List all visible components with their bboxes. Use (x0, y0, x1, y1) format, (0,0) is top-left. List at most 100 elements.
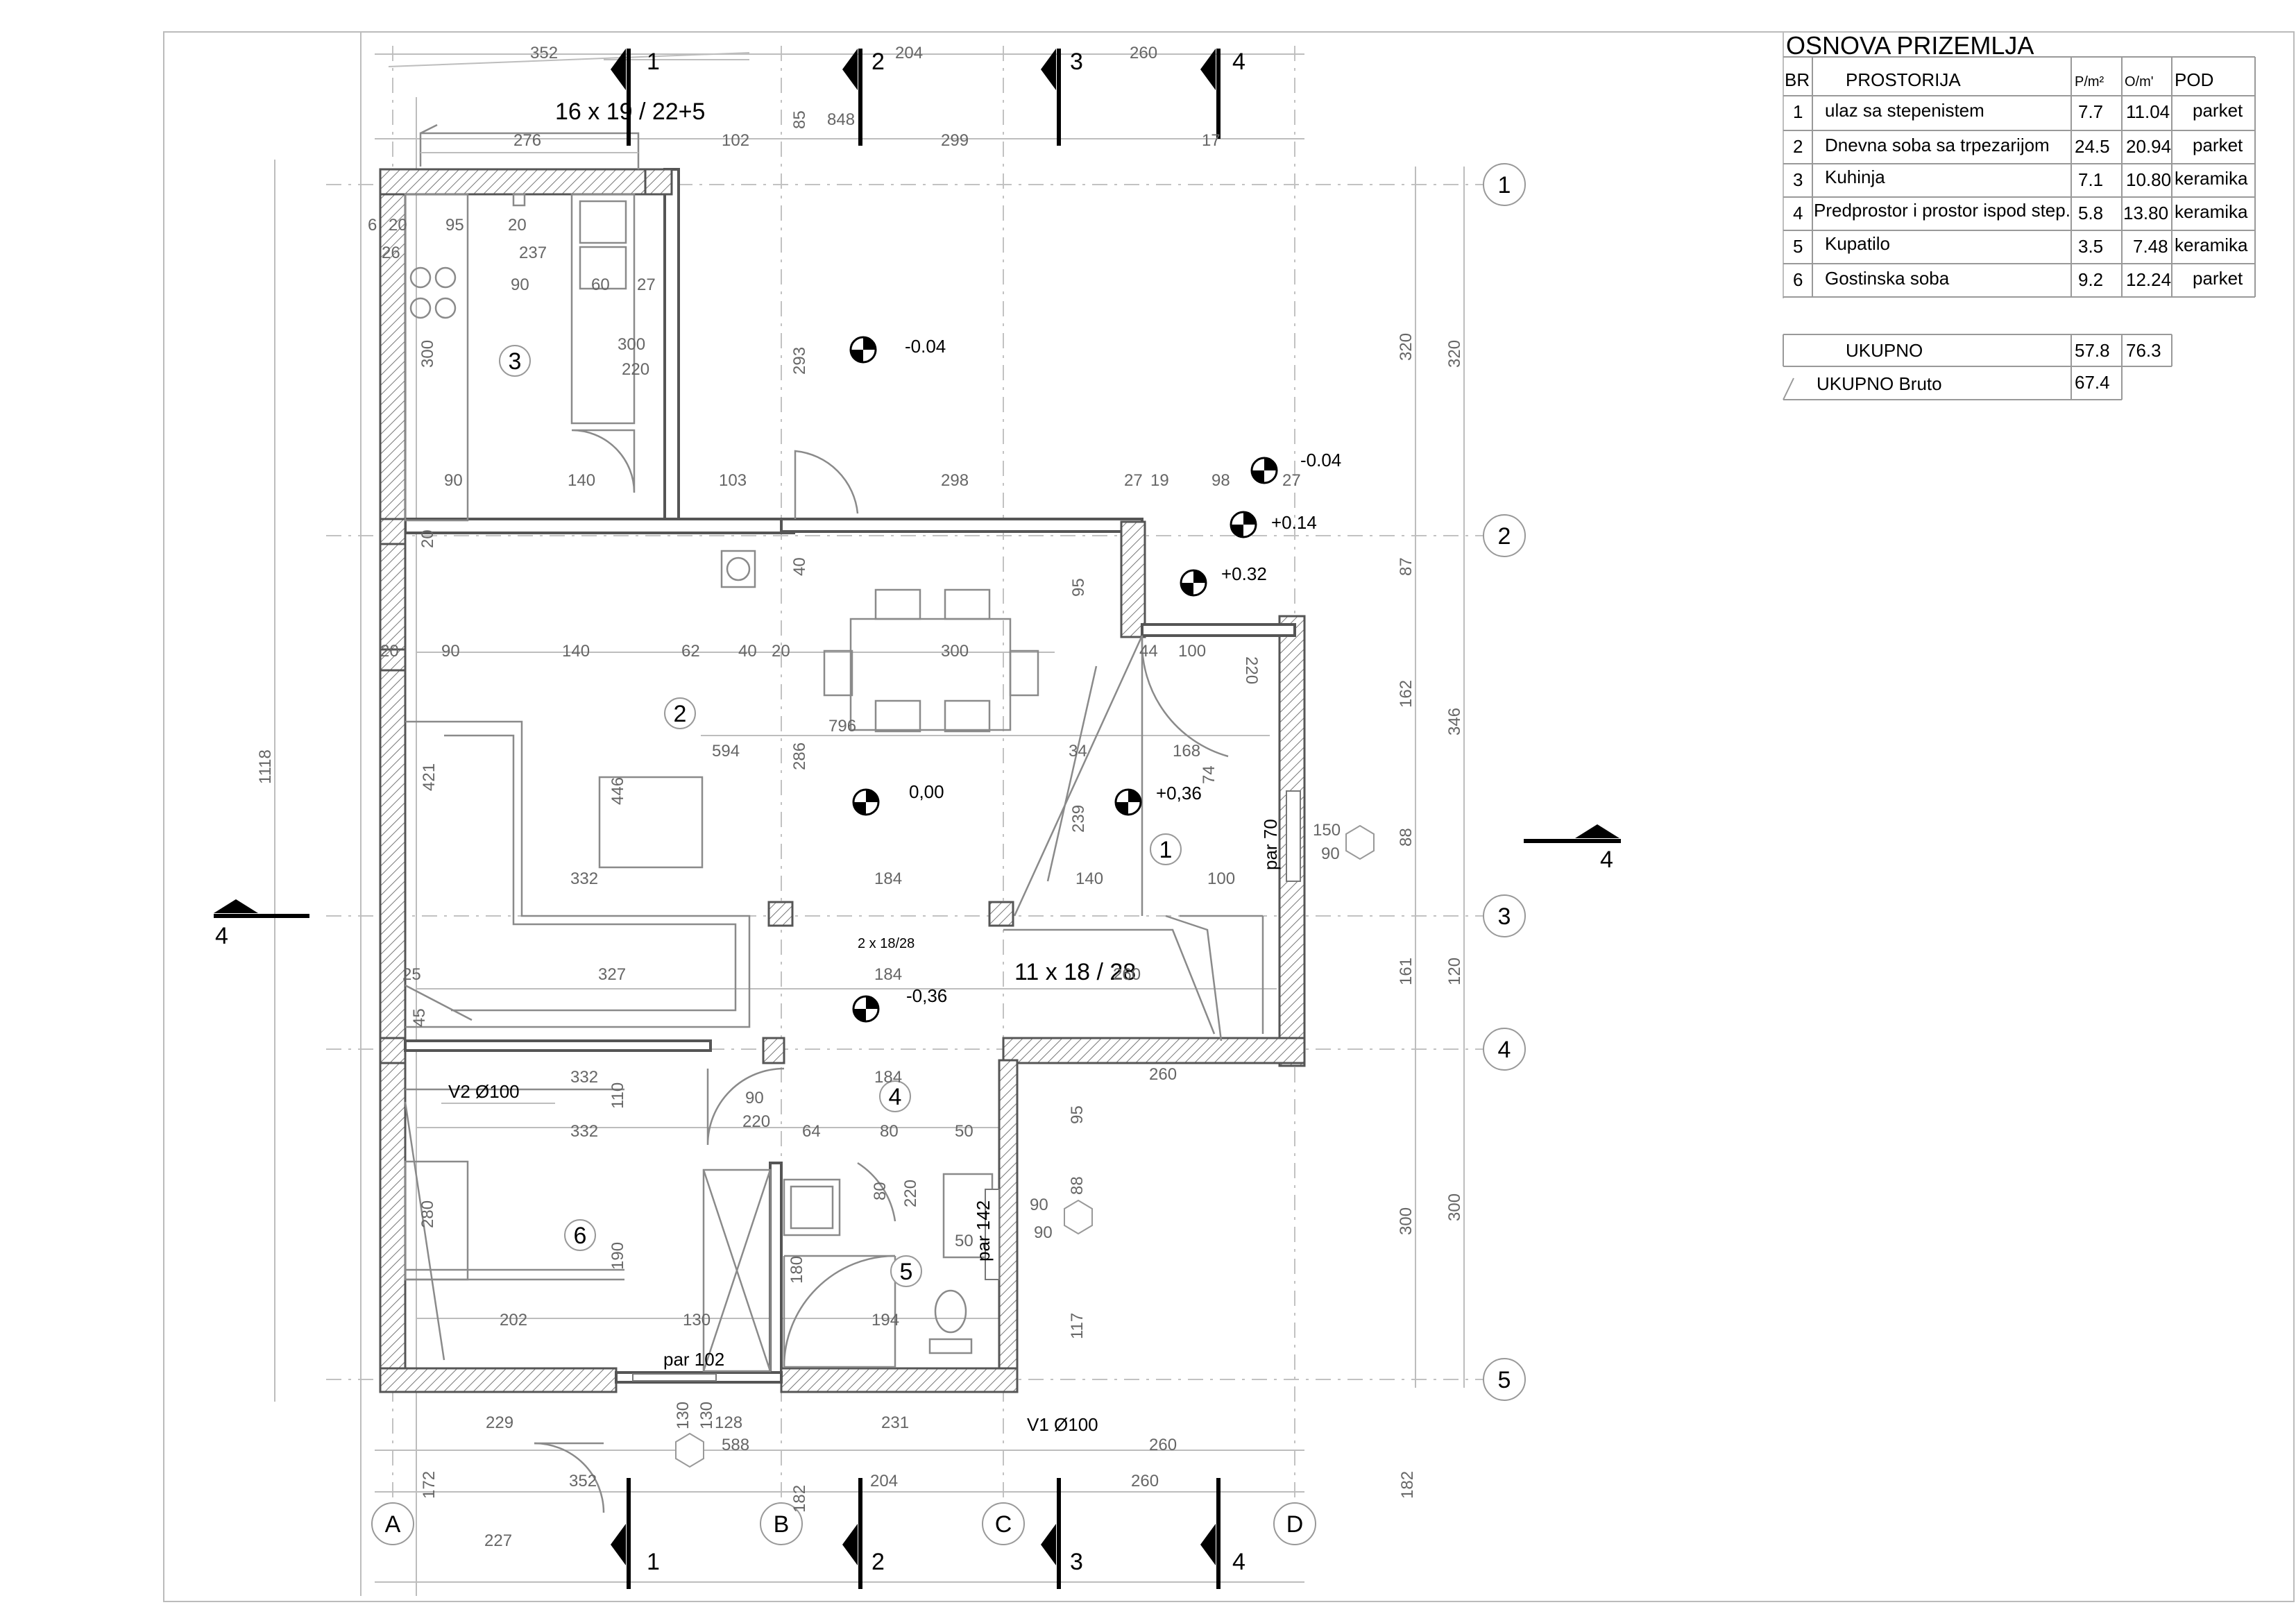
room-number-6: 6 (574, 1223, 587, 1249)
level-label: -0.04 (905, 336, 946, 357)
dimension-text: 182 (1398, 1471, 1417, 1499)
axis-bubble: A B C D 1 2 3 4 5 (371, 163, 1526, 1545)
dimension-text: 120 (1445, 958, 1464, 985)
dimension-text: 184 (874, 1068, 902, 1087)
dimension-text: 327 (598, 965, 626, 984)
legend-row-p: 5.8 (2078, 203, 2103, 223)
dimension-text: 220 (742, 1112, 770, 1131)
legend-row-br: 1 (1793, 101, 1803, 122)
level-label: +0,36 (1156, 783, 1202, 804)
dimension-text: 6 (368, 216, 377, 235)
dimension-text: 20 (508, 216, 527, 235)
legend-row-br: 6 (1793, 269, 1803, 290)
legend-total-p: 57.8 (2075, 340, 2110, 361)
dimension-text: 300 (618, 335, 645, 354)
bathroom-furniture (783, 1173, 994, 1368)
section-bottom-1: 1 (647, 1549, 660, 1575)
legend-row-br: 5 (1793, 236, 1803, 257)
doors (534, 450, 1301, 1513)
dimension-text: 168 (1173, 742, 1200, 760)
level-label: 0,00 (909, 781, 944, 802)
legend-header-o: O/m' (2125, 74, 2154, 90)
room-number-5: 5 (900, 1259, 913, 1285)
living-furniture (405, 720, 751, 1028)
dimension-text: 848 (827, 110, 855, 129)
level-marker: -0.04 (1250, 450, 1341, 484)
axis-label-5: 5 (1498, 1367, 1511, 1393)
dimension-text: 194 (871, 1311, 899, 1329)
section-bottom-4: 4 (1232, 1549, 1245, 1575)
dimension-text: 34 (1069, 742, 1087, 760)
dimension-text: 45 (410, 1008, 429, 1027)
axis-grid (274, 32, 1492, 1596)
legend-row-name: Kupatilo (1825, 233, 1890, 254)
section-left-4: 4 (215, 923, 228, 949)
axis-label-4: 4 (1498, 1037, 1511, 1063)
dimension-text: 190 (609, 1242, 627, 1270)
level-marker: 0,00 (852, 781, 944, 816)
dimension-text: 300 (941, 642, 969, 661)
small-stairs-label: 2 x 18/28 (858, 936, 915, 951)
dimension-text: 19 (1150, 471, 1169, 490)
dimension-text: 20 (418, 529, 437, 548)
dimension-text: 220 (901, 1180, 920, 1207)
dimension-text: 17 (1202, 131, 1221, 150)
level-marker: +0,36 (1114, 783, 1202, 816)
dimension-text: 90 (1030, 1196, 1048, 1214)
dimension-text: 421 (420, 763, 439, 791)
legend-row-name: ulaz sa stepenistem (1825, 100, 1984, 121)
dimension-text: 237 (519, 244, 547, 262)
dimension-text: 88 (1068, 1176, 1087, 1195)
room-numbers: 1 2 3 4 5 6 (499, 345, 1182, 1287)
legend-row-p: 24.5 (2075, 136, 2110, 157)
legend-table: OSNOVA PRIZEMLJA BR PROSTORIJA P/m² O/m'… (1783, 31, 2256, 400)
dimension-text: 300 (418, 340, 437, 368)
dimension-text: 300 (1397, 1207, 1415, 1235)
inner-stairs: 11 x 18 / 28 2 x 18/28 (858, 635, 1264, 1042)
legend-row-o: 7.48 (2133, 236, 2168, 257)
level-marker: -0.04 (849, 336, 946, 364)
dining-furniture (823, 588, 1039, 733)
dimension-text: 27 (1282, 471, 1301, 490)
legend-header-p: P/m² (2075, 74, 2104, 90)
dimension-text: 100 (1178, 642, 1206, 661)
axis-label-2: 2 (1498, 523, 1511, 550)
dimension-text: 182 (790, 1485, 809, 1513)
dimension-text: 64 (802, 1122, 821, 1141)
dimension-text: 184 (874, 869, 902, 888)
legend-row-pod: parket (2193, 268, 2243, 289)
dimension-text: 90 (1034, 1223, 1053, 1242)
dimension-text: 40 (738, 642, 757, 661)
dimension-text: 227 (484, 1531, 512, 1550)
level-marker: +0.14 (1230, 511, 1317, 538)
legend-bruto-label: UKUPNO Bruto (1817, 373, 1942, 394)
dimension-text: 260 (1149, 1436, 1177, 1454)
dimension-text: 27 (1124, 471, 1143, 490)
room-number-3: 3 (509, 348, 522, 375)
legend-row-o: 13.80 (2123, 203, 2168, 223)
level-marker: +0.32 (1180, 563, 1267, 597)
dimension-text: 260 (1113, 965, 1141, 984)
legend-row-name: Kuhinja (1825, 167, 1885, 187)
dimension-text: 180 (788, 1256, 806, 1284)
dimension-text: 87 (1397, 557, 1415, 576)
legend-row-p: 3.5 (2078, 236, 2103, 257)
legend-row-pod: keramika (2175, 235, 2248, 255)
room-number-2: 2 (674, 701, 687, 727)
dimension-text: 44 (1139, 642, 1158, 661)
dimension-text: 204 (870, 1472, 898, 1490)
dimension-text: 796 (828, 717, 856, 736)
axis-label-a: A (385, 1511, 401, 1538)
dimension-text: 260 (1130, 44, 1157, 62)
dimension-text: 95 (1069, 578, 1088, 597)
dimension-text: 140 (1075, 869, 1103, 888)
axis-label-b: B (774, 1511, 790, 1538)
dimension-text: 332 (570, 869, 598, 888)
bedroom-furniture (404, 1088, 772, 1373)
annotations: V2 Ø100 V1 Ø100 par 70 par 142 par 102 (441, 819, 1281, 1435)
legend-row-o: 11.04 (2126, 101, 2170, 122)
section-markers: 1 2 3 4 1 2 3 4 4 4 (214, 49, 1621, 1589)
dimension-text: 100 (1207, 869, 1235, 888)
legend-row-o: 10.80 (2126, 169, 2171, 190)
dimension-text: 20 (772, 642, 790, 661)
